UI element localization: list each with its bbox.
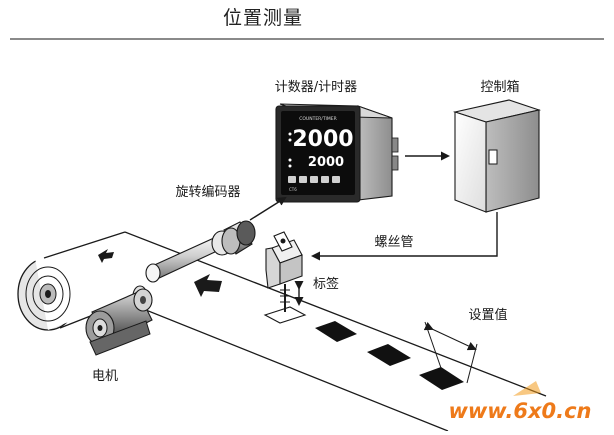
- counter-button: [310, 176, 318, 183]
- control-box-label: 控制箱: [480, 79, 519, 95]
- control-box-door: [454, 111, 487, 213]
- counter-timer: 计数器/计时器 COUNTER/TIMER 2000 2000 CT6: [275, 80, 399, 203]
- conveyor-belt: [17, 231, 547, 432]
- encoder-to-counter-arrow: [249, 196, 287, 221]
- counter-button: [288, 176, 296, 183]
- controlbox-to-solenoid-arrow: [311, 212, 498, 261]
- counter-lower-display: 2000: [308, 155, 344, 170]
- counter-timer-label: 计数器/计时器: [275, 80, 357, 95]
- counter-button: [299, 176, 307, 183]
- counter-button: [321, 176, 329, 183]
- belt-tag-mark: [367, 344, 411, 366]
- rotary-encoder-label: 旋转编码器: [175, 185, 240, 200]
- solenoid-label: 螺丝管: [374, 235, 413, 250]
- rotary-encoder: [132, 220, 256, 307]
- counter-button: [332, 176, 340, 183]
- belt-tag-mark: [419, 367, 464, 390]
- belt-direction-arrow: [98, 249, 114, 263]
- counter-upper-display: 2000: [292, 127, 353, 152]
- motor-label: 电机: [92, 369, 118, 384]
- belt-direction-arrow: [194, 274, 222, 297]
- solenoid: 标签: [265, 231, 339, 312]
- sensor-label-pad: [263, 306, 307, 324]
- counter-brand: COUNTER/TIMER: [299, 116, 337, 122]
- set-value-dimension: 设置值: [423, 307, 508, 384]
- control-box-handle: [488, 149, 498, 165]
- counter-model: CT6: [289, 187, 297, 192]
- tag-label: 标签: [313, 276, 339, 292]
- motor: 电机: [85, 288, 153, 384]
- control-box: 控制箱: [452, 79, 542, 213]
- watermark: www.6x0.cn: [449, 381, 592, 423]
- belt-tag-mark: [315, 321, 357, 342]
- page-title: 位置测量: [223, 7, 303, 29]
- watermark-text: www.6x0.cn: [449, 399, 592, 423]
- set-value-label: 设置值: [468, 307, 507, 323]
